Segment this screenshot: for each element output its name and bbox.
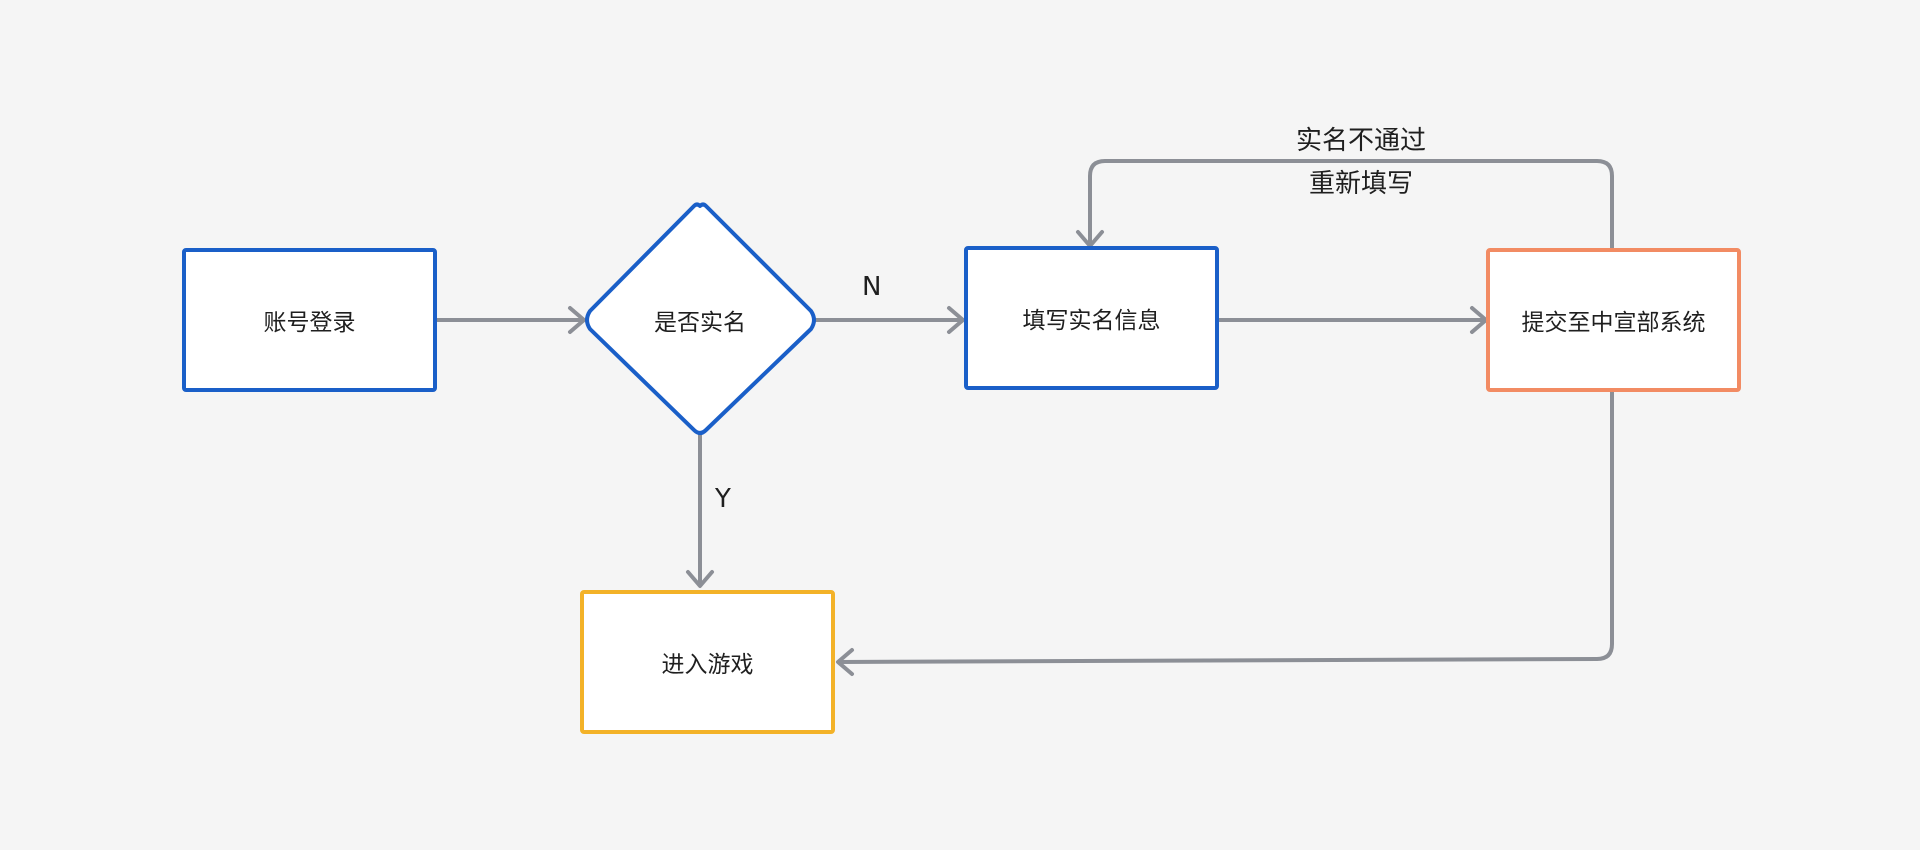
node-submit-label: 提交至中宣部系统 [1521,310,1706,336]
node-fill-info-label: 填写实名信息 [1022,308,1161,334]
edge-label-fail-line1: 实名不通过 [1295,126,1427,156]
edge-label-yes: Y [715,484,731,514]
node-login: 账号登录 [182,248,437,392]
node-decision-label: 是否实名 [654,310,746,336]
arrowhead-decision-no [947,306,965,334]
node-submit: 提交至中宣部系统 [1486,248,1741,392]
edge-submit-fail-loop [1088,159,1614,250]
node-fill-info: 填写实名信息 [964,246,1219,390]
arrowhead-decision-yes [686,570,714,588]
decision-diamond-shape [585,202,816,435]
edge-submit-pass [838,390,1614,664]
node-decision-label-box: 是否实名 [600,280,800,360]
node-enter-game: 进入游戏 [580,590,835,734]
edge-label-fail-line2: 重新填写 [1308,169,1414,199]
node-login-label: 账号登录 [263,310,356,336]
node-enter-game-label: 进入游戏 [661,652,754,678]
arrowhead-submit-pass [836,648,854,676]
arrowhead-login-to-decision [568,306,586,334]
edge-label-no: N [862,272,882,302]
